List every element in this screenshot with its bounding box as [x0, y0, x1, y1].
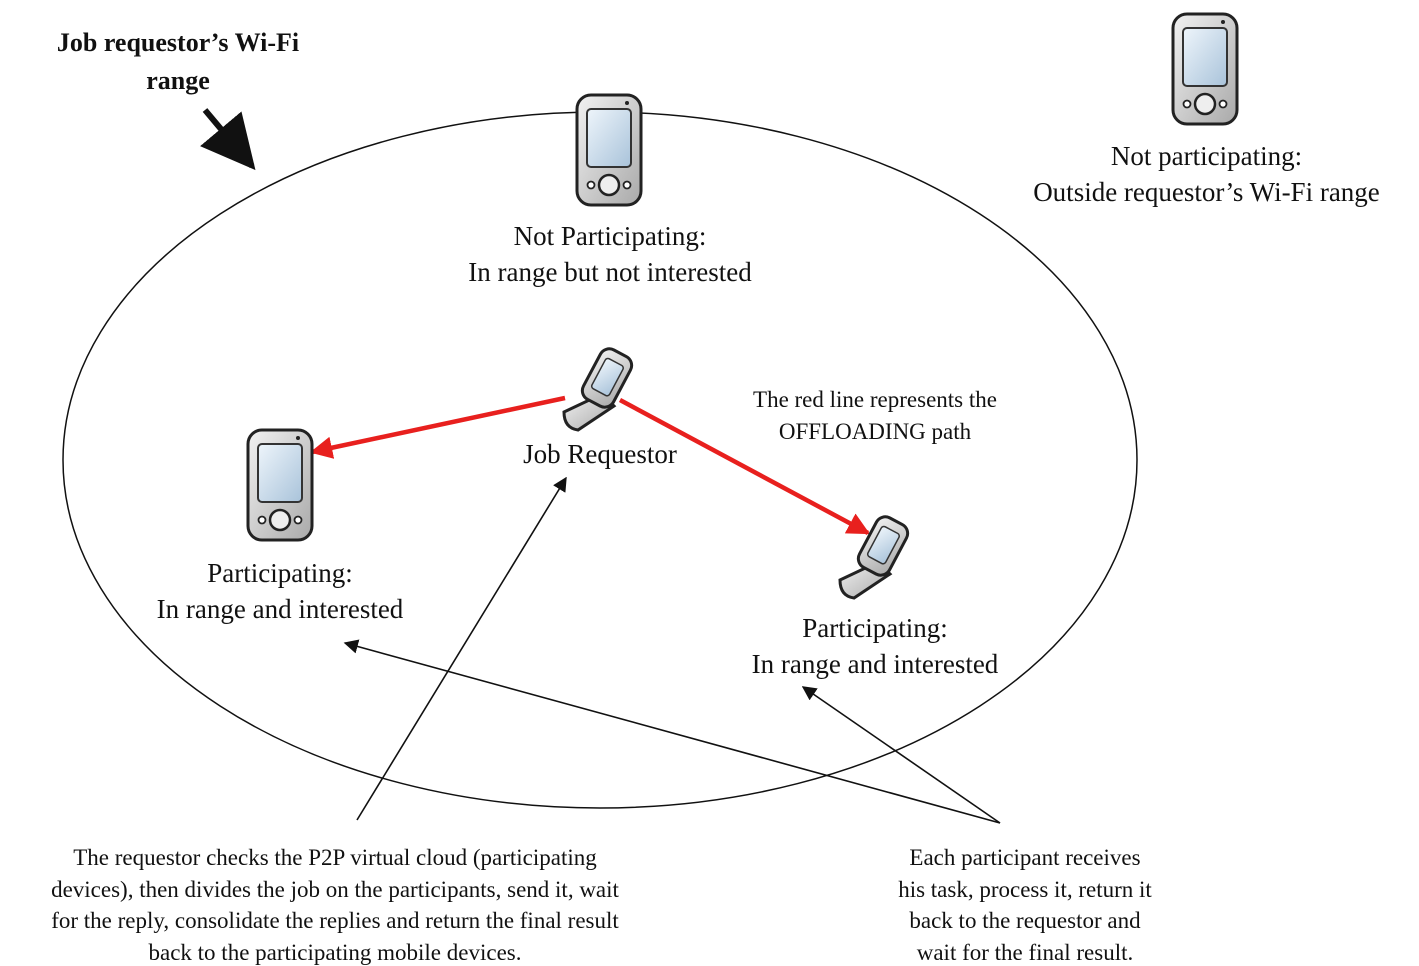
- participant-note: Each participant receives his task, proc…: [898, 845, 1152, 965]
- outside-device-label: Not participating: Outside requestor’s W…: [1033, 141, 1380, 207]
- flip-phone-icon: [562, 343, 637, 432]
- participant-note-pointer-left: [343, 639, 1001, 824]
- pda-icon: [575, 93, 643, 207]
- requestor-note-pointer: [356, 476, 567, 821]
- offloading-legend: The red line represents the OFFLOADING p…: [753, 387, 997, 444]
- range-pointer-arrow: [200, 108, 256, 171]
- left-participant-label: Participating: In range and interested: [156, 558, 404, 624]
- right-participant-label: Participating: In range and interested: [751, 613, 999, 679]
- participant-note-pointer-right: [801, 686, 1001, 824]
- offload-arrow-left: [309, 395, 566, 459]
- wifi-range-label: Job requestor’s Wi-Fi range: [56, 28, 300, 95]
- offload-arrow-right: [618, 398, 870, 535]
- pda-icon: [1171, 12, 1239, 126]
- requestor-note: The requestor checks the P2P virtual clo…: [51, 845, 619, 965]
- top-device-label: Not Participating: In range but not inte…: [468, 221, 752, 287]
- pda-icon: [246, 428, 314, 542]
- requestor-label: Job Requestor: [523, 439, 677, 469]
